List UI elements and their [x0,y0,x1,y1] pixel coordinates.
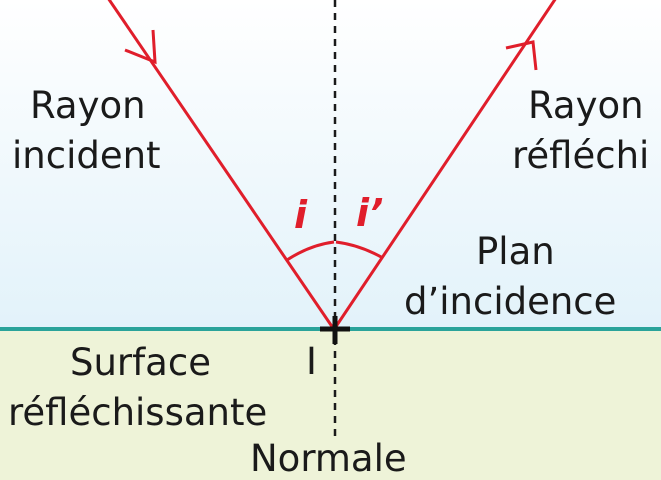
angle-reflection-label: i’ [356,191,383,235]
angle-arc-incidence [286,240,335,262]
plane-label-2: d’incidence [404,280,616,323]
reflected-ray [333,0,557,329]
angle-arc-reflection [335,240,384,260]
reflected-ray-label-2: réfléchi [512,134,649,177]
surface-label-1: Surface [70,341,211,384]
incident-ray-label-1: Rayon [30,84,146,127]
plane-label-1: Plan [476,230,555,273]
lower-region [0,330,661,480]
incident-ray-label-2: incident [12,134,161,177]
surface-label-2: réfléchissante [8,391,267,434]
reflected-ray-arrow [505,40,538,71]
reflected-ray-label-1: Rayon [528,84,644,127]
angle-incidence-label: i [294,193,308,237]
incident-ray-arrow [124,29,157,65]
incidence-point-label: I [306,340,317,383]
normal-label: Normale [250,437,407,480]
incident-ray [107,0,335,329]
upper-region [0,0,661,330]
